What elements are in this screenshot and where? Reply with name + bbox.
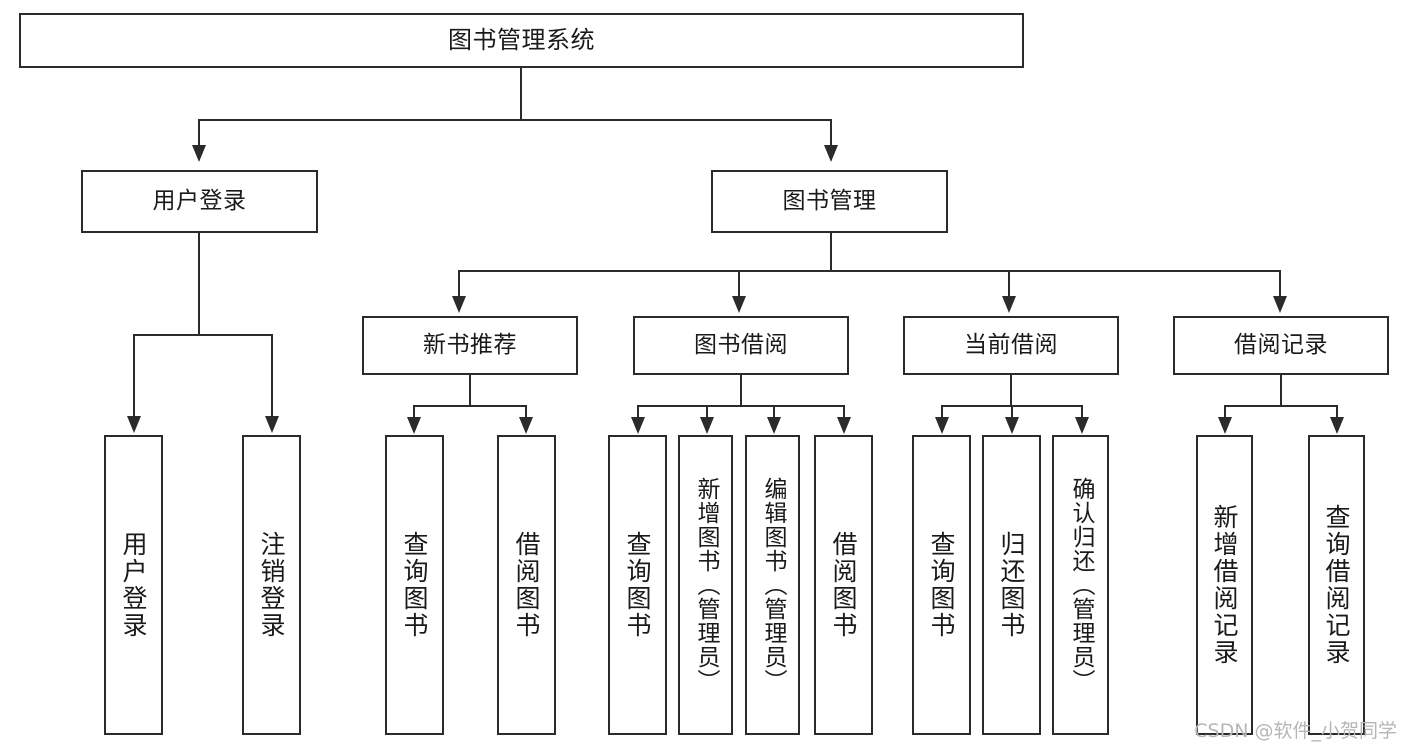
connector-new-book-bus [413, 405, 527, 407]
connector-root-to-book-mgmt [830, 119, 832, 147]
arrow-book-borrow-leaf-3 [767, 417, 781, 434]
connector-to-current-borrow [1008, 270, 1010, 298]
connector-new-book-stem [469, 375, 471, 407]
arrow-to-borrow-record [1273, 296, 1287, 313]
node-label: 查询图书 [623, 531, 652, 639]
leaf-confirm-return-admin[interactable]: 确认归还（管理员） [1052, 435, 1109, 735]
leaf-borrow-book-newbook[interactable]: 借阅图书 [497, 435, 556, 735]
node-label: 查询图书 [927, 531, 956, 639]
arrow-to-leaf-user-login [127, 416, 141, 433]
leaf-user-login[interactable]: 用户登录 [104, 435, 163, 735]
connector-borrow-record-leaf-1 [1224, 405, 1226, 419]
node-book-borrow[interactable]: 图书借阅 [633, 316, 849, 375]
arrow-current-borrow-leaf-3 [1075, 417, 1089, 434]
node-label: 图书管理 [782, 188, 877, 215]
connector-borrow-record-bus [1224, 405, 1338, 407]
connector-borrow-record-leaf-2 [1336, 405, 1338, 419]
connector-user-login-stem [198, 233, 200, 335]
node-root-system[interactable]: 图书管理系统 [19, 13, 1024, 68]
leaf-logout[interactable]: 注销登录 [242, 435, 301, 735]
connector-root-to-user-login [198, 119, 200, 147]
node-label: 借阅图书 [829, 531, 858, 639]
arrow-to-new-book [452, 296, 466, 313]
arrow-to-leaf-logout [265, 416, 279, 433]
node-label: 借阅记录 [1234, 332, 1328, 359]
arrow-to-book-borrow [732, 296, 746, 313]
connector-to-book-borrow [738, 270, 740, 298]
connector-book-borrow-leaf-2 [706, 405, 708, 419]
connector-user-login-to-leaf-1 [133, 334, 135, 418]
node-label: 新增图书（管理员） [693, 477, 719, 693]
connector-borrow-record-stem [1280, 375, 1282, 407]
node-label: 用户登录 [152, 188, 247, 215]
connector-current-borrow-stem [1010, 375, 1012, 407]
connector-book-borrow-leaf-4 [843, 405, 845, 419]
node-user-login[interactable]: 用户登录 [81, 170, 318, 233]
connector-to-new-book [458, 270, 460, 298]
connector-book-mgmt-bus [458, 270, 1281, 272]
connector-root-bus [198, 119, 832, 121]
node-label: 归还图书 [997, 531, 1026, 639]
node-label: 查询图书 [400, 531, 429, 639]
connector-book-borrow-leaf-1 [637, 405, 639, 419]
node-label: 图书借阅 [694, 332, 788, 359]
arrow-new-book-leaf-2 [519, 417, 533, 434]
node-label: 确认归还（管理员） [1068, 477, 1094, 693]
leaf-query-book-borrow[interactable]: 查询图书 [608, 435, 667, 735]
arrow-borrow-record-leaf-1 [1218, 417, 1232, 434]
connector-book-borrow-leaf-3 [773, 405, 775, 419]
node-label: 编辑图书（管理员） [760, 477, 786, 693]
connector-book-borrow-bus [637, 405, 845, 407]
arrow-borrow-record-leaf-2 [1330, 417, 1344, 434]
arrow-to-book-mgmt [824, 145, 838, 162]
connector-to-borrow-record [1279, 270, 1281, 298]
arrow-book-borrow-leaf-2 [700, 417, 714, 434]
node-label: 当前借阅 [964, 332, 1058, 359]
leaf-add-book-admin[interactable]: 新增图书（管理员） [678, 435, 733, 735]
leaf-edit-book-admin[interactable]: 编辑图书（管理员） [745, 435, 800, 735]
node-label: 用户登录 [119, 531, 148, 639]
node-label: 查询借阅记录 [1322, 504, 1351, 666]
leaf-add-borrow-record[interactable]: 新增借阅记录 [1196, 435, 1253, 735]
node-label: 注销登录 [257, 531, 286, 639]
arrow-to-user-login [192, 145, 206, 162]
connector-new-book-leaf-2 [525, 405, 527, 419]
node-borrow-record[interactable]: 借阅记录 [1173, 316, 1389, 375]
arrow-new-book-leaf-1 [407, 417, 421, 434]
connector-current-borrow-leaf-3 [1081, 405, 1083, 419]
node-label: 新书推荐 [423, 332, 517, 359]
node-label: 新增借阅记录 [1210, 504, 1239, 666]
connector-user-login-to-leaf-2 [271, 334, 273, 418]
node-book-management[interactable]: 图书管理 [711, 170, 948, 233]
connector-root-stem [520, 68, 522, 120]
leaf-borrow-book[interactable]: 借阅图书 [814, 435, 873, 735]
connector-current-borrow-leaf-2 [1011, 405, 1013, 419]
leaf-query-borrow-record[interactable]: 查询借阅记录 [1308, 435, 1365, 735]
node-new-book-recommend[interactable]: 新书推荐 [362, 316, 578, 375]
connector-book-mgmt-stem [830, 233, 832, 271]
connector-new-book-leaf-1 [413, 405, 415, 419]
node-label: 借阅图书 [512, 531, 541, 639]
arrow-to-current-borrow [1002, 296, 1016, 313]
leaf-query-book-newbook[interactable]: 查询图书 [385, 435, 444, 735]
leaf-return-book[interactable]: 归还图书 [982, 435, 1041, 735]
arrow-book-borrow-leaf-1 [631, 417, 645, 434]
connector-book-borrow-stem [740, 375, 742, 407]
node-label: 图书管理系统 [448, 25, 595, 54]
arrow-current-borrow-leaf-2 [1005, 417, 1019, 434]
arrow-current-borrow-leaf-1 [935, 417, 949, 434]
arrow-book-borrow-leaf-4 [837, 417, 851, 434]
connector-user-login-bus [133, 334, 273, 336]
connector-current-borrow-leaf-1 [941, 405, 943, 419]
node-current-borrow[interactable]: 当前借阅 [903, 316, 1119, 375]
leaf-query-book-current[interactable]: 查询图书 [912, 435, 971, 735]
